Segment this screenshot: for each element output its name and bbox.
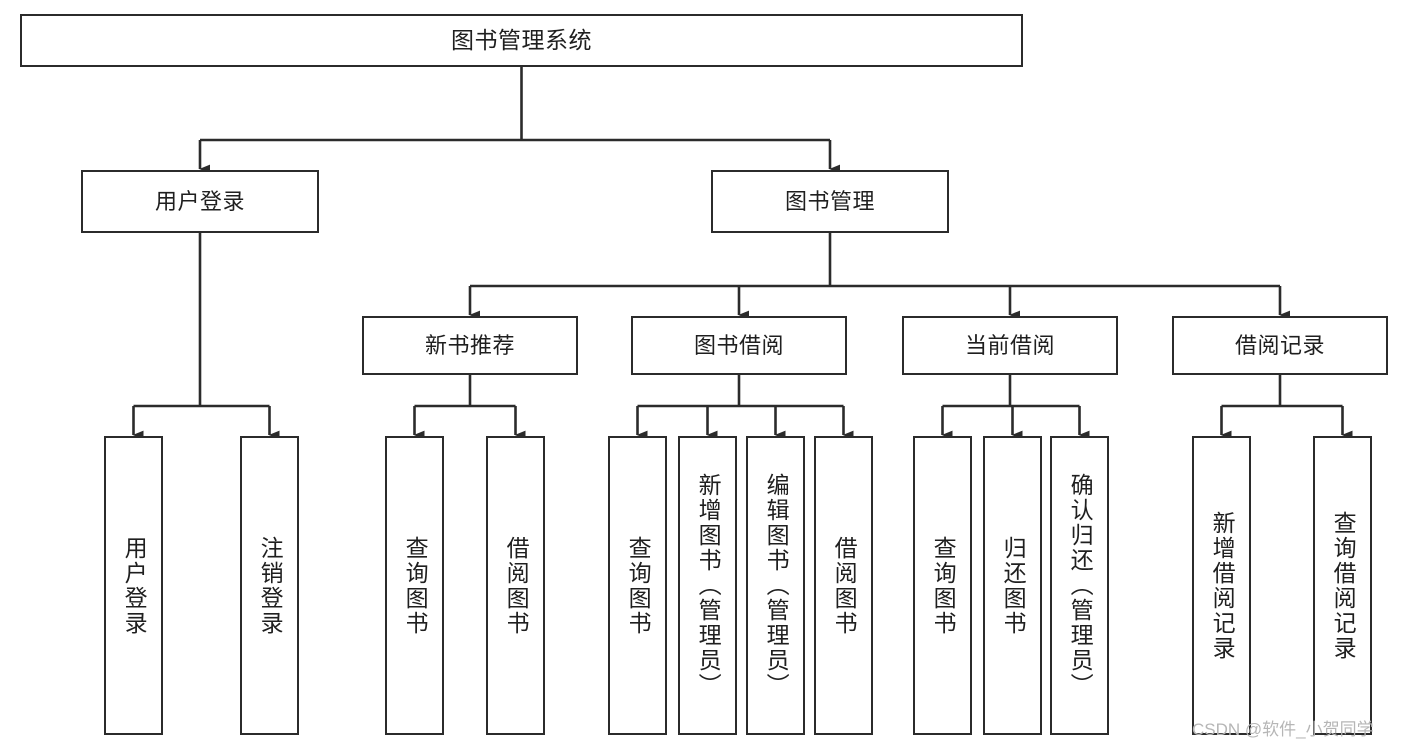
node-root[interactable]: 图书管理系统 bbox=[20, 14, 1023, 67]
node-book-management[interactable]: 图书管理 bbox=[711, 170, 949, 233]
node-book-borrow-label: 图书借阅 bbox=[693, 332, 784, 358]
leaf-borrow-book[interactable]: 借阅图书 bbox=[814, 436, 873, 735]
node-current-borrow-label: 当前借阅 bbox=[964, 332, 1055, 358]
csdn-watermark: CSDN @软件_小贺同学 bbox=[1192, 720, 1374, 739]
leaf-edit-book-admin[interactable]: 编辑图书（管理员） bbox=[746, 436, 805, 735]
leaf-confirm-return-admin[interactable]: 确认归还（管理员） bbox=[1050, 436, 1109, 735]
leaf-query-book-borrow[interactable]: 查询图书 bbox=[608, 436, 667, 735]
leaf-query-book-recommend[interactable]: 查询图书 bbox=[385, 436, 444, 735]
leaf-user-login-label: 用户登录 bbox=[121, 535, 148, 636]
node-root-label: 图书管理系统 bbox=[451, 26, 592, 53]
leaf-borrow-book-recommend-label: 借阅图书 bbox=[503, 535, 530, 636]
node-book-borrow[interactable]: 图书借阅 bbox=[631, 316, 847, 375]
node-user-login[interactable]: 用户登录 bbox=[81, 170, 319, 233]
leaf-query-book-current-label: 查询图书 bbox=[930, 535, 957, 636]
node-new-book-recommend[interactable]: 新书推荐 bbox=[362, 316, 578, 375]
leaf-query-borrow-record-label: 查询借阅记录 bbox=[1330, 510, 1357, 661]
leaf-add-borrow-record[interactable]: 新增借阅记录 bbox=[1192, 436, 1251, 735]
leaf-return-book[interactable]: 归还图书 bbox=[983, 436, 1042, 735]
leaf-logout[interactable]: 注销登录 bbox=[240, 436, 299, 735]
leaf-add-book-admin-label: 新增图书（管理员） bbox=[695, 473, 722, 698]
leaf-logout-label: 注销登录 bbox=[257, 535, 284, 636]
leaf-query-book-recommend-label: 查询图书 bbox=[402, 535, 429, 636]
leaf-add-book-admin[interactable]: 新增图书（管理员） bbox=[678, 436, 737, 735]
node-borrow-record[interactable]: 借阅记录 bbox=[1172, 316, 1388, 375]
leaf-query-book-current[interactable]: 查询图书 bbox=[913, 436, 972, 735]
leaf-user-login[interactable]: 用户登录 bbox=[104, 436, 163, 735]
leaf-confirm-return-admin-label: 确认归还（管理员） bbox=[1067, 473, 1094, 698]
leaf-edit-book-admin-label: 编辑图书（管理员） bbox=[763, 473, 790, 698]
node-borrow-record-label: 借阅记录 bbox=[1234, 332, 1325, 358]
node-new-book-recommend-label: 新书推荐 bbox=[424, 332, 515, 358]
leaf-borrow-book-label: 借阅图书 bbox=[831, 535, 858, 636]
leaf-return-book-label: 归还图书 bbox=[1000, 535, 1027, 636]
leaf-add-borrow-record-label: 新增借阅记录 bbox=[1209, 510, 1236, 661]
node-current-borrow[interactable]: 当前借阅 bbox=[902, 316, 1118, 375]
node-book-management-label: 图书管理 bbox=[784, 188, 875, 214]
node-user-login-label: 用户登录 bbox=[154, 188, 245, 214]
leaf-query-borrow-record[interactable]: 查询借阅记录 bbox=[1313, 436, 1372, 735]
leaf-borrow-book-recommend[interactable]: 借阅图书 bbox=[486, 436, 545, 735]
leaf-query-book-borrow-label: 查询图书 bbox=[625, 535, 652, 636]
